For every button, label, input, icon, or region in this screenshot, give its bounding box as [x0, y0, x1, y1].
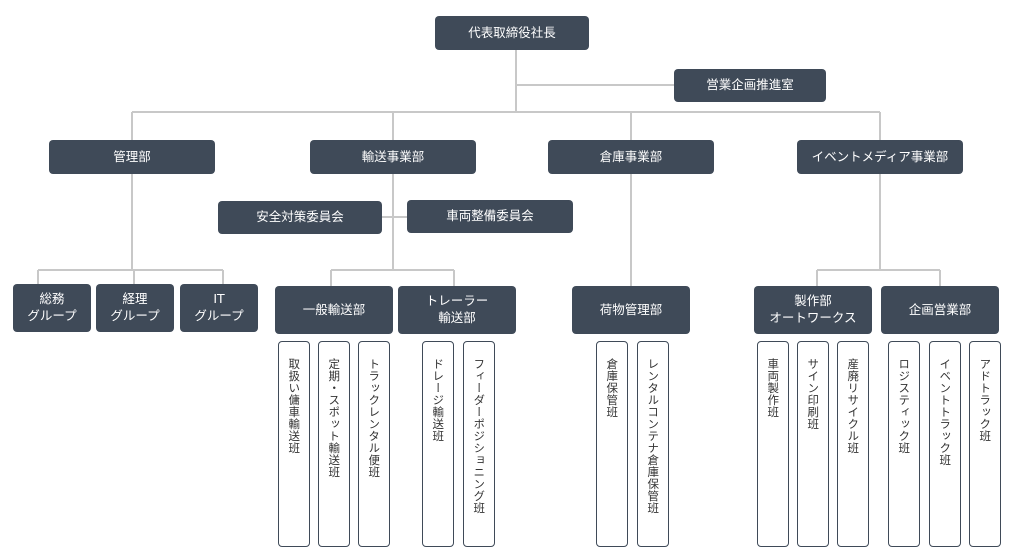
sales-planning-office-box: 営業企画推進室 [674, 69, 826, 102]
trailer-transport-dept-box: トレーラー 輸送部 [398, 286, 516, 334]
team-scheduled-spot: 定期・スポット輸送班 [318, 341, 350, 547]
team-label: アドトラック班 [978, 358, 993, 442]
transport-division-box: 輸送事業部 [310, 140, 476, 174]
team-industrial-waste: 産廃リサイクル班 [837, 341, 869, 547]
general-transport-dept-box: 一般輸送部 [275, 286, 393, 334]
team-label: サイン印刷班 [806, 358, 821, 430]
team-truck-rental: トラックレンタル便班 [358, 341, 390, 547]
team-feeder-positioning: フィーダーポジショニング班 [463, 341, 495, 547]
production-dept-box: 製作部 オートワークス [754, 286, 872, 334]
team-label: イベントトラック班 [938, 358, 953, 466]
team-label: 倉庫保管班 [605, 358, 620, 418]
management-dept-box: 管理部 [49, 140, 215, 174]
team-drayage: ドレージ輸送班 [422, 341, 454, 547]
general-affairs-group-box: 総務 グループ [13, 284, 91, 332]
team-label: フィーダーポジショニング班 [472, 358, 487, 514]
team-label: 車両製作班 [766, 358, 781, 418]
team-event-truck: イベントトラック班 [929, 341, 961, 547]
vehicle-maintenance-committee-box: 車両整備委員会 [407, 200, 573, 233]
team-ad-truck: アドトラック班 [969, 341, 1001, 547]
team-handling-transport: 取扱い傭車輸送班 [278, 341, 310, 547]
team-label: 産廃リサイクル班 [846, 358, 861, 454]
cargo-management-dept-box: 荷物管理部 [572, 286, 690, 334]
planning-sales-dept-box: 企画営業部 [881, 286, 999, 334]
team-rental-container: レンタルコンテナ倉庫保管班 [637, 341, 669, 547]
team-label: 定期・スポット輸送班 [327, 358, 342, 478]
ceo-box: 代表取締役社長 [435, 16, 589, 50]
team-label: 取扱い傭車輸送班 [287, 358, 302, 454]
team-label: ドレージ輸送班 [431, 358, 446, 442]
event-media-division-box: イベントメディア事業部 [797, 140, 963, 174]
team-label: ロジスティック班 [897, 358, 912, 454]
it-group-box: IT グループ [180, 284, 258, 332]
warehouse-division-box: 倉庫事業部 [548, 140, 714, 174]
accounting-group-box: 経理 グループ [96, 284, 174, 332]
team-sign-printing: サイン印刷班 [797, 341, 829, 547]
team-warehouse-storage: 倉庫保管班 [596, 341, 628, 547]
team-label: レンタルコンテナ倉庫保管班 [646, 358, 661, 514]
safety-committee-box: 安全対策委員会 [218, 201, 382, 234]
team-label: トラックレンタル便班 [367, 358, 382, 478]
team-vehicle-production: 車両製作班 [757, 341, 789, 547]
team-logistics: ロジスティック班 [888, 341, 920, 547]
